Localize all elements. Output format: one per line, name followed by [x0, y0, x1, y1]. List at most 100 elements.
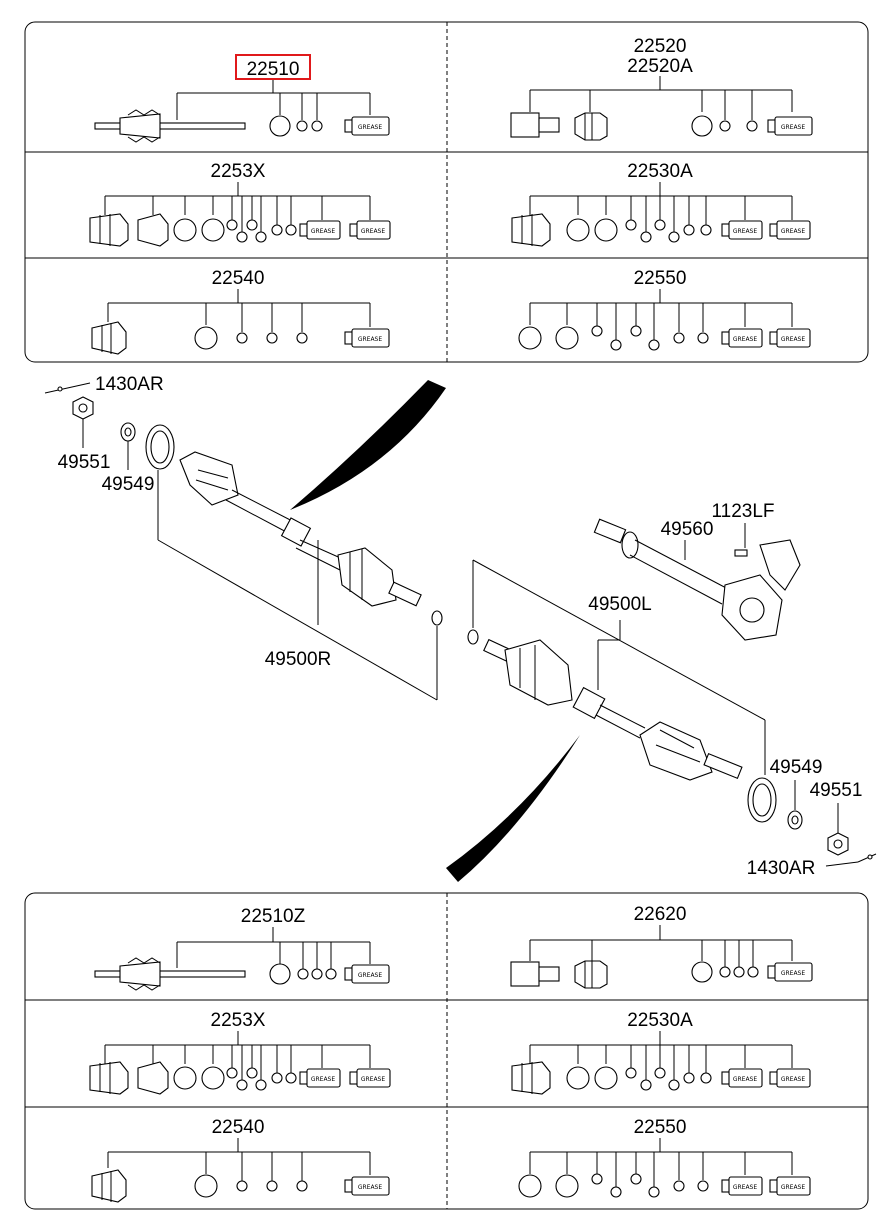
ring-icon	[194, 326, 218, 350]
kit-22520[interactable]: 22520 22520A GREASE	[510, 36, 813, 141]
svg-text:GREASE: GREASE	[361, 228, 386, 235]
grease-tube-icon: GREASE	[344, 116, 390, 136]
cv-joint-outer-icon	[179, 451, 239, 506]
cv-joint-inner-icon	[504, 639, 573, 706]
kit-label-22530a-bottom[interactable]: 22530A	[627, 1010, 693, 1031]
clip-icon	[746, 120, 758, 132]
kit-22530a[interactable]: 22530A	[511, 161, 811, 247]
svg-text:GREASE: GREASE	[311, 228, 336, 235]
svg-text:GREASE: GREASE	[733, 336, 758, 343]
clip-icon	[640, 1079, 652, 1091]
washer-49549-right[interactable]: 49549	[770, 757, 823, 830]
callout-49500l[interactable]: 49500L	[588, 594, 651, 615]
ring-icon	[269, 963, 291, 985]
clip-icon	[236, 231, 248, 243]
kit-2253x[interactable]: 2253X	[89, 161, 391, 247]
clip-icon	[719, 120, 731, 132]
boot-icon	[137, 1061, 169, 1095]
callout-1430ar-right[interactable]: 1430AR	[747, 858, 816, 879]
clip-icon	[673, 1180, 685, 1192]
kit-2253x-bottom[interactable]: 2253X	[89, 1010, 391, 1095]
kit-22550[interactable]: 22550 GREASE	[518, 268, 811, 351]
clip-icon	[296, 332, 308, 344]
kit-22540-bottom[interactable]: 22540 GREASE	[91, 1117, 390, 1203]
clip-icon	[747, 966, 759, 978]
nut-49551-right[interactable]: 49551	[810, 780, 863, 856]
clip-icon	[246, 1067, 258, 1079]
callout-49549-right[interactable]: 49549	[770, 757, 823, 778]
callout-49560[interactable]: 49560	[661, 519, 714, 540]
grease-tube-icon: GREASE	[769, 1068, 811, 1088]
callout-49551-right[interactable]: 49551	[810, 780, 863, 801]
ring-icon	[555, 326, 579, 350]
driveshaft-49500l[interactable]: 49500L	[467, 559, 766, 781]
kit-label-2253x[interactable]: 2253X	[211, 161, 266, 182]
callout-1123lf[interactable]: 1123LF	[711, 501, 774, 522]
circlip-icon	[467, 629, 479, 645]
clip-icon	[654, 219, 666, 231]
grease-tube-icon: GREASE	[299, 220, 341, 240]
nut-49551-left[interactable]: 49551	[58, 396, 111, 473]
kit-22510z[interactable]: 22510Z GREASE	[94, 906, 390, 991]
callout-49551-left[interactable]: 49551	[58, 452, 111, 473]
callout-49549-left[interactable]: 49549	[102, 474, 155, 495]
kit-label-22520a[interactable]: 22520A	[627, 56, 693, 77]
top-kit-panel: 22510 GREASE 22520	[24, 21, 869, 363]
clip-icon	[296, 1180, 308, 1192]
kit-22550-bottom[interactable]: 22550 GREASE	[518, 1117, 811, 1198]
clip-icon	[591, 1173, 603, 1185]
clip-icon	[719, 966, 731, 978]
kit-label-22510z[interactable]: 22510Z	[241, 906, 306, 927]
kit-label-22520[interactable]: 22520	[634, 36, 687, 57]
driveshaft-49500r[interactable]: 49500R	[157, 451, 443, 701]
grease-tube-icon: GREASE	[721, 1176, 763, 1196]
grease-tube-icon: GREASE	[767, 116, 813, 136]
kit-label-22620[interactable]: 22620	[634, 904, 687, 925]
clip-icon	[311, 968, 323, 980]
tripod-housing-icon	[510, 112, 560, 138]
svg-text:GREASE: GREASE	[358, 124, 383, 131]
ring-icon	[201, 218, 225, 242]
clip-icon	[255, 231, 267, 243]
cotter-pin-left[interactable]: 1430AR	[44, 374, 164, 395]
boot-icon	[137, 213, 169, 247]
boot-icon	[511, 1061, 551, 1095]
clip-icon	[648, 339, 660, 351]
clip-icon	[266, 1180, 278, 1192]
kit-label-22510[interactable]: 22510	[247, 59, 300, 80]
clip-icon	[654, 1067, 666, 1079]
kit-22530a-bottom[interactable]: 22530A	[511, 1010, 811, 1095]
kit-label-22550[interactable]: 22550	[634, 268, 687, 289]
kit-label-22530a[interactable]: 22530A	[627, 161, 693, 182]
clip-icon	[297, 968, 309, 980]
ring-icon	[566, 218, 590, 242]
grease-tube-icon: GREASE	[344, 328, 390, 348]
ring-icon	[173, 1066, 197, 1090]
drive-shaft-icon	[94, 109, 246, 143]
cotter-pin-right[interactable]: 1430AR	[747, 853, 877, 879]
ring-icon	[691, 115, 713, 137]
kit-label-2253x-bottom[interactable]: 2253X	[211, 1010, 266, 1031]
grease-tube-icon: GREASE	[769, 328, 811, 348]
washer-49549-left[interactable]: 49549	[102, 422, 155, 495]
boot-icon	[574, 112, 608, 141]
boot-icon	[511, 213, 551, 247]
ring-icon	[194, 1174, 218, 1198]
grease-tube-icon: GREASE	[721, 220, 763, 240]
kit-label-22540[interactable]: 22540	[212, 268, 265, 289]
grease-tube-icon: GREASE	[769, 1176, 811, 1196]
boot-icon	[91, 1169, 127, 1203]
kit-22510[interactable]: 22510 GREASE	[94, 54, 390, 143]
callout-1430ar-left[interactable]: 1430AR	[95, 374, 164, 395]
intermediate-shaft-49560[interactable]: 49560	[593, 518, 801, 641]
kit-label-22550-bottom[interactable]: 22550	[634, 1117, 687, 1138]
tripod-housing-icon	[510, 961, 560, 987]
kit-22620[interactable]: 22620 GREASE	[510, 904, 813, 989]
bolt-1123lf[interactable]: 1123LF	[711, 501, 775, 557]
kit-22540[interactable]: 22540 GREASE	[91, 268, 390, 355]
callout-49500r[interactable]: 49500R	[265, 649, 332, 670]
grease-tube-icon: GREASE	[767, 962, 813, 982]
kit-label-22540-bottom[interactable]: 22540	[212, 1117, 265, 1138]
clip-icon	[236, 1180, 248, 1192]
